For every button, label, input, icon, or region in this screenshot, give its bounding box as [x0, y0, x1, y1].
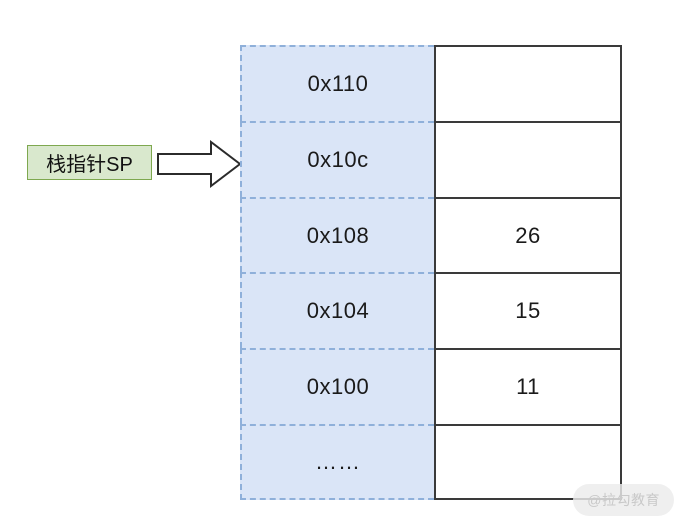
right-block-arrow-icon	[157, 139, 242, 189]
table-row: 0x100 11	[240, 348, 622, 425]
value-cell	[434, 45, 622, 121]
table-row: 0x108 26	[240, 196, 622, 273]
value-cell: 11	[434, 348, 622, 425]
stack-pointer-label: 栈指针SP	[27, 145, 152, 180]
address-cell: 0x100	[240, 348, 434, 425]
value-cell	[434, 120, 622, 197]
address-cell: 0x10c	[240, 120, 434, 197]
address-cell-ellipsis: ……	[240, 424, 434, 500]
address-cell: 0x108	[240, 196, 434, 273]
table-row: 0x104 15	[240, 272, 622, 349]
table-row: 0x110	[240, 45, 622, 121]
value-cell	[434, 424, 622, 500]
table-row: 0x10c	[240, 120, 622, 197]
value-cell: 26	[434, 196, 622, 273]
address-cell: 0x110	[240, 45, 434, 121]
value-cell: 15	[434, 272, 622, 349]
address-cell: 0x104	[240, 272, 434, 349]
watermark: @拉勾教育	[573, 484, 674, 516]
table-row: ……	[240, 424, 622, 500]
memory-table: 0x110 0x10c 0x108 26 0x104 15 0x100 11 ……	[240, 45, 622, 500]
